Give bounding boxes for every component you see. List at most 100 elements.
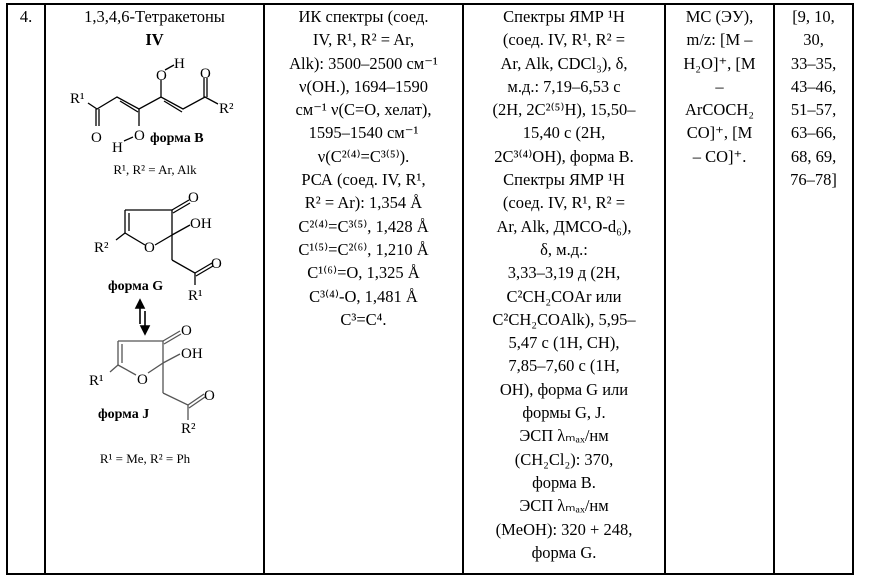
svg-text:R²: R² [181, 421, 196, 437]
text-line: 1595–1540 см⁻¹ [308, 123, 419, 143]
text-line: ЭСП λₘₐₓ/нм [519, 426, 609, 446]
text-line: C³=C⁴. [340, 309, 387, 329]
svg-text:R²: R² [94, 240, 109, 256]
equilibrium-arrows-icon [134, 298, 151, 336]
text-line: C²CH₂COAr или [506, 286, 622, 306]
text-line: OH), форма G или [499, 379, 629, 399]
form-j-structure [109, 330, 206, 420]
text-line: C³⁽⁴⁾-O, 1,481 Å [309, 286, 418, 306]
text-line: – CO]⁺. [692, 146, 747, 166]
text-line: ИК спектры (соед. [298, 7, 429, 26]
table-bottom-border [6, 573, 854, 575]
text-line: 51–57, [790, 100, 837, 120]
text-line: м.д.: 7,19–6,53 с [507, 76, 621, 96]
text-line: 76–78] [790, 170, 837, 190]
col-border [664, 3, 666, 575]
compound-number: IV [145, 30, 164, 50]
svg-text:O: O [204, 388, 215, 404]
compound-cell: 1,3,4,6-Тетракетоны IV [46, 5, 263, 52]
text-line: C²⁽⁴⁾=C³⁽⁵⁾, 1,428 Å [298, 216, 429, 236]
text-line: формы G, J. [522, 403, 606, 423]
svg-text:R¹: R¹ [70, 91, 85, 107]
text-line: 15,40 с (2H, [522, 123, 606, 143]
text-line: ArCOCH₂ [684, 100, 754, 120]
form-b-caption: R¹, R² = Ar, Alk [113, 162, 197, 177]
svg-text:O: O [144, 240, 155, 256]
text-line: 2C³⁽⁴⁾OH), форма B. [494, 146, 634, 166]
text-line: 63–66, [790, 123, 837, 143]
text-line: 3,33–3,19 д (2H, [507, 263, 621, 283]
text-line: ЭСП λₘₐₓ/нм [519, 496, 609, 516]
col-border [773, 3, 775, 575]
text-line: 30, [803, 30, 824, 50]
text-line: (CH₂Cl₂): 370, [514, 449, 614, 469]
col-border [263, 3, 265, 575]
text-line: Ar, Alk, ДМСО-d₆), [496, 216, 632, 236]
text-line: δ, м.д.: [540, 239, 588, 259]
svg-text:O: O [91, 130, 102, 146]
nmr-uv-cell: Спектры ЯМР ¹H (соед. IV, R¹, R² = Ar, A… [464, 5, 664, 564]
text-line: форма B. [532, 472, 596, 492]
references-cell: [9, 10, 30, 33–35, 43–46, 51–57, 63–66, … [775, 5, 852, 191]
text-line: ν(C²⁽⁴⁾=C³⁽⁵⁾). [317, 146, 410, 166]
text-line: C¹⁽⁵⁾=C²⁽⁶⁾, 1,210 Å [298, 239, 429, 259]
col-border [462, 3, 464, 575]
svg-text:O: O [188, 190, 199, 206]
table-top-border [6, 3, 854, 5]
text-line: (соед. IV, R¹, R² = [502, 193, 626, 213]
svg-text:R¹: R¹ [188, 288, 203, 304]
svg-text:H: H [174, 56, 185, 72]
text-line: R² = Ar): 1,354 Å [304, 193, 423, 213]
text-line: Спектры ЯМР ¹H [503, 7, 625, 26]
form-j-atoms: O OH O R¹ O R² [89, 323, 215, 437]
form-b-atoms: R¹ O O H O H O R² [70, 56, 234, 156]
text-line: РСА (соед. IV, R¹, [301, 170, 426, 190]
form-b-structure [87, 64, 219, 142]
col-border [6, 3, 8, 575]
svg-text:O: O [181, 323, 192, 339]
text-line: – [715, 76, 724, 96]
text-line: 7,85–7,60 с (1H, [508, 356, 620, 376]
svg-text:O: O [200, 66, 211, 82]
form-g-label: форма G [108, 279, 163, 294]
text-line: ν(OH.), 1694–1590 [299, 76, 428, 96]
text-line: Ar, Alk, CDCl₃), δ, [500, 53, 628, 73]
text-line: Спектры ЯМР ¹H [503, 170, 625, 190]
ms-cell: МС (ЭУ), m/z: [M – H₂O]⁺, [M – ArCOCH₂ C… [666, 5, 773, 168]
row-number: 4. [8, 5, 44, 28]
svg-text:O: O [137, 372, 148, 388]
svg-text:O: O [211, 256, 222, 272]
text-line: МС (ЭУ), [685, 7, 754, 26]
compound-title: 1,3,4,6-Тетракетоны [84, 7, 225, 26]
text-line: CO]⁺, [M [686, 123, 753, 143]
text-line: m/z: [M – [686, 30, 753, 50]
text-line: IV, R¹, R² = Ar, [312, 30, 415, 50]
ir-xrd-cell: ИК спектры (соед. IV, R¹, R² = Ar, Alk):… [265, 5, 462, 331]
svg-text:R²: R² [219, 101, 234, 117]
text-line: 5,47 с (1H, CH), [508, 333, 620, 353]
row-number-text: 4. [19, 7, 33, 26]
text-line: (MeOH): 320 + 248, [495, 519, 633, 539]
svg-text:H: H [112, 140, 123, 156]
svg-text:OH: OH [181, 346, 203, 362]
text-line: 33–35, [790, 53, 837, 73]
svg-text:R¹: R¹ [89, 373, 104, 389]
text-line: Alk): 3500–2500 см⁻¹ [289, 53, 438, 73]
text-line: (соед. IV, R¹, R² = [502, 30, 626, 50]
col-border [44, 3, 46, 575]
text-line: [9, 10, [792, 7, 835, 26]
svg-text:OH: OH [190, 216, 212, 232]
col-border [852, 3, 854, 575]
text-line: (2H, 2C²⁽⁵⁾H), 15,50– [492, 100, 636, 120]
form-b-label: форма B [150, 131, 204, 146]
form-j-caption: R¹ = Me, R² = Ph [100, 451, 191, 466]
text-line: см⁻¹ ν(C=O, хелат), [295, 100, 432, 120]
text-line: 68, 69, [790, 146, 837, 166]
svg-text:O: O [134, 128, 145, 144]
text-line: C²CH₂COAlk), 5,95– [492, 309, 636, 329]
text-line: H₂O]⁺, [M [683, 53, 756, 73]
form-g-atoms: O OH O R² O R¹ [94, 190, 222, 304]
text-line: C¹⁽⁶⁾=O, 1,325 Å [307, 263, 420, 283]
svg-text:O: O [156, 68, 167, 84]
